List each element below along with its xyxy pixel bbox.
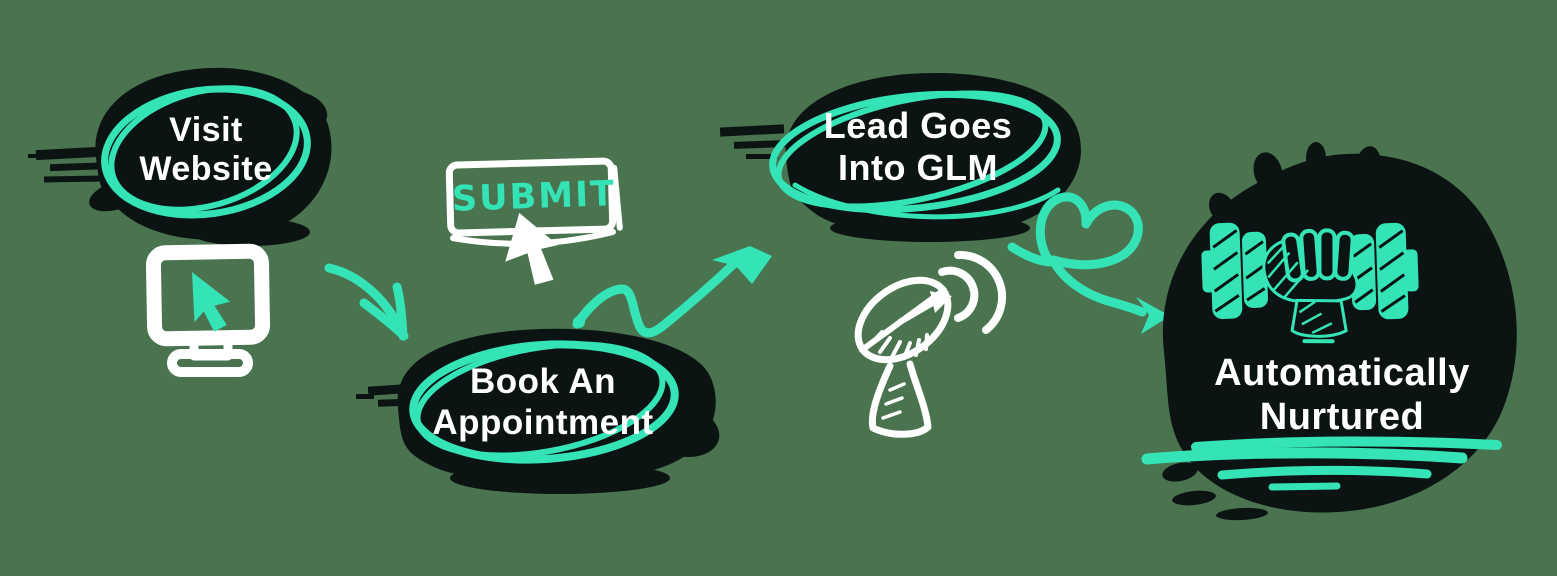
fist-dumbbell-icon bbox=[1201, 222, 1419, 344]
step-lead-glm-blob bbox=[719, 72, 1081, 242]
scribble-ellipse bbox=[769, 90, 1061, 220]
step-label-book-appointment: Book An Appointment bbox=[432, 362, 654, 442]
cursor-icon bbox=[192, 272, 231, 332]
base-hatching bbox=[881, 382, 906, 420]
monitor-icon bbox=[145, 243, 271, 377]
brush-streaks-left bbox=[356, 383, 421, 407]
hand-hatching bbox=[1266, 245, 1333, 335]
zigzag-arrow bbox=[572, 246, 772, 338]
plate-hatching bbox=[1212, 229, 1406, 313]
scribble-ellipse bbox=[101, 85, 311, 219]
fingers bbox=[1281, 228, 1355, 283]
submit-click-cursor-icon bbox=[505, 212, 558, 285]
step-visit-website-blob bbox=[28, 67, 332, 246]
step-label-visit-website: Visit Website bbox=[139, 111, 273, 189]
submit-button-label: SUBMIT bbox=[451, 174, 617, 220]
satellite-dish-icon bbox=[854, 250, 1007, 438]
heart-loop-arrow bbox=[1007, 192, 1170, 334]
underline-scribbles bbox=[1141, 436, 1502, 491]
step-book-appointment-blob bbox=[356, 328, 720, 494]
curved-arrow bbox=[324, 263, 409, 341]
step-label-lead-glm: Lead Goes Into GLM bbox=[823, 105, 1013, 188]
brush-streaks-left bbox=[28, 145, 119, 183]
brush-streaks-left bbox=[719, 124, 787, 159]
scribble-ellipse bbox=[409, 340, 679, 464]
step-label-automatically-nurtured: Automatically Nurtured bbox=[1214, 352, 1470, 439]
dish-hatching bbox=[868, 330, 929, 360]
